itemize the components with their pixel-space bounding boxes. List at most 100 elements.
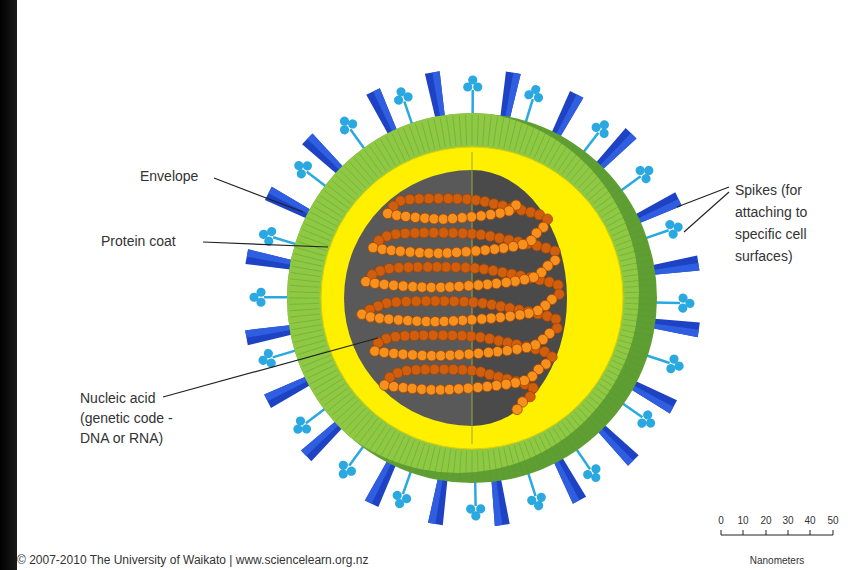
spike-knob: [395, 86, 407, 98]
lipid-line: [624, 279, 654, 282]
nucleotide-bead: [483, 347, 493, 357]
nucleotide-bead: [410, 212, 420, 222]
lipid-line: [466, 115, 467, 145]
lipid-line: [625, 298, 655, 299]
lipid-line: [612, 224, 639, 236]
nucleotide-bead: [421, 296, 431, 306]
lipid-line: [398, 438, 410, 465]
knob-spike: [652, 293, 695, 313]
lipid-line: [447, 450, 451, 480]
nucleotide-bead: [508, 241, 518, 251]
nucleotide-bead: [488, 265, 498, 275]
spike-knob: [468, 75, 477, 84]
nucleotide-bead: [398, 349, 408, 359]
lipid-line: [618, 345, 647, 354]
interior-right: [472, 170, 567, 426]
nucleotide-bead: [410, 228, 420, 238]
lipid-line: [340, 171, 362, 192]
nucleotide-bead: [438, 330, 448, 340]
nucleotide-bead: [426, 282, 436, 292]
spike-knob: [292, 159, 305, 172]
lipid-line: [625, 292, 655, 293]
lipid-line: [605, 375, 631, 390]
spike-knob: [644, 417, 657, 430]
spike-knob: [530, 84, 541, 95]
interior-left: [344, 170, 472, 426]
lipid-line: [593, 392, 617, 410]
lipid-line: [434, 119, 440, 148]
lipid-line: [619, 248, 648, 256]
nucleotide-bead: [482, 381, 492, 391]
label-holder: Envelope: [140, 166, 198, 186]
lipid-line: [289, 285, 319, 287]
nucleotide-bead: [405, 194, 415, 204]
lipid-line: [317, 201, 342, 217]
nucleotide-bead: [519, 274, 529, 284]
lipid-line: [625, 285, 655, 287]
scale-number: 30: [782, 514, 793, 528]
lipid-line: [624, 319, 654, 323]
lipid-line: [596, 388, 620, 406]
nucleic-acid-strand: [357, 193, 565, 414]
spike-knob: [589, 471, 602, 484]
lipid-line: [477, 451, 478, 481]
part-label: Envelope: [140, 166, 198, 186]
nucleotide-bead: [518, 239, 528, 249]
lipid-line: [359, 154, 377, 178]
lipid-line: [589, 180, 612, 199]
spike-knob: [258, 229, 269, 240]
nucleotide-bead: [370, 346, 380, 356]
nucleotide-bead: [463, 281, 473, 291]
lipid-line: [558, 425, 575, 450]
nucleotide-bead: [466, 212, 476, 222]
lipid-line: [375, 143, 391, 168]
nucleotide-bead: [438, 228, 448, 238]
lipid-line: [386, 136, 400, 162]
lipid-line: [289, 292, 319, 293]
nucleotide-bead: [485, 209, 495, 219]
nucleotide-bead: [475, 332, 485, 342]
lipid-line: [466, 451, 467, 481]
nucleotide-bead: [487, 299, 497, 309]
lipid-line: [624, 273, 654, 277]
scale-tick: [743, 530, 744, 535]
lipid-line: [504, 119, 510, 148]
nucleotide-bead: [479, 264, 489, 274]
nucleotide-bead: [448, 316, 458, 326]
lipid-line: [472, 115, 473, 145]
lipid-line: [558, 146, 575, 171]
nucleotide-bead: [486, 313, 496, 323]
dark-edge: [0, 0, 17, 570]
nucleotide-bead: [463, 383, 473, 393]
nucleotide-bead: [457, 213, 467, 223]
nucleotide-bead: [384, 314, 394, 324]
nucleotide-bead: [379, 380, 389, 390]
spike-knob: [673, 360, 685, 372]
lipid-line: [524, 126, 534, 154]
lipid-line: [459, 115, 461, 145]
nucleotide-bead: [400, 228, 410, 238]
lipid-line: [574, 162, 594, 184]
nucleotide-bead: [521, 342, 531, 352]
scale-number: 0: [718, 514, 724, 528]
lipid-line: [354, 415, 373, 438]
lipid-line: [570, 158, 589, 181]
nucleotide-bead: [439, 316, 449, 326]
lipid-line: [291, 273, 321, 277]
lipid-line: [599, 384, 624, 401]
lipid-line: [499, 449, 504, 479]
lipid-line: [434, 448, 440, 477]
lipid-line: [428, 446, 435, 475]
lipid-line: [308, 365, 335, 378]
scale-number: 50: [827, 514, 838, 528]
nucleotide-bead: [447, 213, 457, 223]
lipid-line: [616, 350, 644, 360]
lipid-line: [616, 235, 644, 245]
spike-knob: [685, 299, 694, 308]
part-label: Protein coat: [101, 231, 176, 251]
lipid-line: [293, 260, 322, 266]
lipid-line: [300, 235, 328, 245]
knob-spike: [466, 478, 486, 521]
